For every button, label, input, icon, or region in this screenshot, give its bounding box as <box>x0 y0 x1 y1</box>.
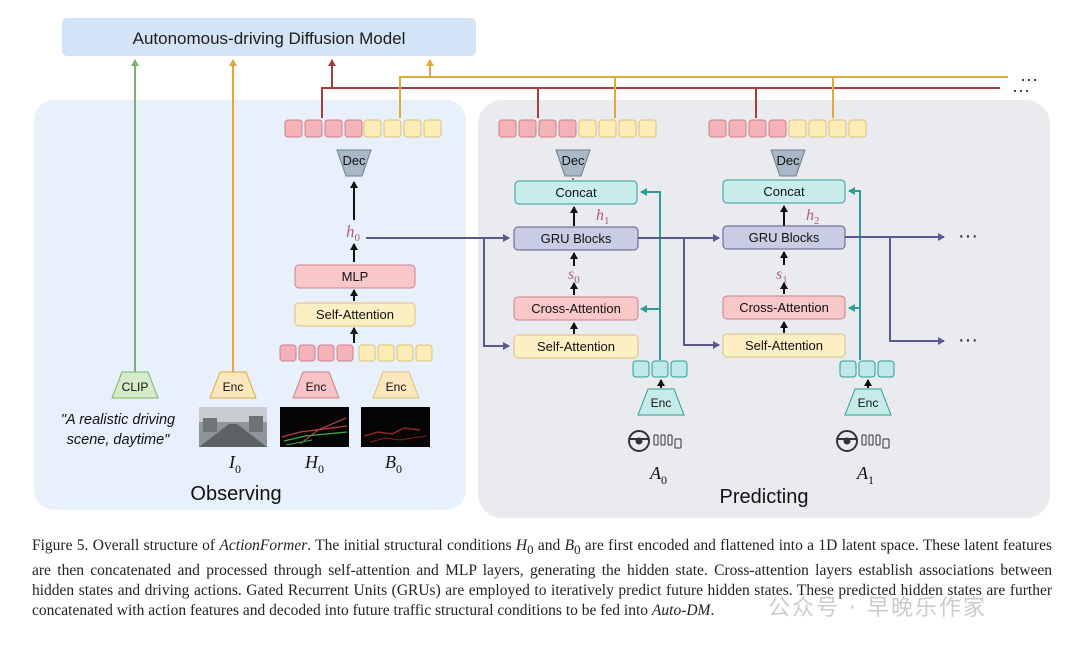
clip-encoder <box>111 371 159 399</box>
self-attention-observing <box>294 302 416 327</box>
b0-symbol: B0 <box>385 452 402 476</box>
caption-h-subscript: 0 <box>527 542 534 558</box>
image-enc-label: Enc <box>223 380 244 394</box>
b-enc-label: Enc <box>386 380 407 394</box>
s1-symbol: s1 <box>776 266 788 286</box>
h2-symbol: h2 <box>806 207 820 227</box>
action-enc-label-step0: Enc <box>651 396 672 410</box>
caption-b-subscript: 0 <box>574 542 581 558</box>
caption-model-name: ActionFormer <box>219 537 308 554</box>
observing-panel <box>34 100 466 510</box>
teal-action-arrows-step1 <box>848 187 861 360</box>
concat-label-step1: Concat <box>763 184 805 199</box>
h-enc-label: Enc <box>306 380 327 394</box>
action-tokens-step1 <box>839 360 895 378</box>
i0-symbol: I0 <box>228 452 241 476</box>
orange-output-bus <box>399 59 1008 118</box>
predicting-label: Predicting <box>720 486 809 508</box>
a0-symbol: A0 <box>649 463 667 487</box>
output-tokens-observing <box>284 119 442 138</box>
clip-label: CLIP <box>122 380 149 394</box>
self-attention-step0 <box>513 334 639 359</box>
h1-symbol: h1 <box>596 207 610 227</box>
caption-text-5: . <box>710 602 715 620</box>
mlp-label: MLP <box>342 269 369 284</box>
image-encoder <box>209 371 257 399</box>
dec-label-step1: Dec <box>776 153 800 168</box>
caption-text-1: Overall structure of <box>88 537 220 554</box>
figure-caption: Figure 5. Overall structure of ActionFor… <box>32 536 1052 622</box>
cross-attention-step1 <box>722 295 846 320</box>
actionformer-diagram: Autonomous-driving Diffusion Model ··· ·… <box>34 18 1050 518</box>
self-attention-ellipsis: ··· <box>958 329 978 351</box>
h-encoder <box>292 371 340 399</box>
camera-image-thumbnail <box>199 407 267 447</box>
title-box <box>62 18 476 56</box>
h0-input-symbol: H0 <box>304 452 324 476</box>
prompt-line-1: "A realistic driving <box>61 412 175 428</box>
observing-label: Observing <box>190 483 281 505</box>
mlp-block <box>294 264 416 289</box>
cross-attention-step0 <box>513 296 639 321</box>
bus-ellipsis-1: ··· <box>1020 69 1038 89</box>
teal-action-arrows-step0 <box>640 188 661 360</box>
caption-text-4: are first encoded and flattened into a 1… <box>32 537 1052 620</box>
action-enc-label-step1: Enc <box>858 396 879 410</box>
gru-label-step1: GRU Blocks <box>749 230 820 245</box>
caption-text-3: and <box>533 537 565 554</box>
concat-block-step0 <box>514 180 638 205</box>
dec-label-step0: Dec <box>561 153 585 168</box>
decoder-step0 <box>555 149 591 177</box>
action-encoder-step0 <box>637 388 685 416</box>
red-output-bus <box>321 59 1000 118</box>
output-tokens-step1 <box>708 119 867 138</box>
decoder-step1 <box>770 149 806 177</box>
steering-wheel-icon <box>628 430 682 452</box>
steering-wheel-icon <box>836 430 890 452</box>
caption-figure-number: Figure 5. <box>32 537 89 554</box>
prompt-line-2: scene, daytime" <box>67 432 171 448</box>
concat-block-step1 <box>722 179 846 204</box>
caption-b-symbol: B <box>564 537 575 554</box>
dec-label-observing: Dec <box>342 153 366 168</box>
hd-map-thumbnail <box>280 407 349 447</box>
decoder-observing <box>336 149 372 177</box>
action-encoder-step1 <box>844 388 892 416</box>
diagram-title: Autonomous-driving Diffusion Model <box>133 29 406 48</box>
caption-h-symbol: H <box>515 537 528 554</box>
h0-to-predicting-arrows <box>366 234 510 350</box>
cross-attention-label-step0: Cross-Attention <box>531 301 621 316</box>
cross-attention-label-step1: Cross-Attention <box>739 300 829 315</box>
h0-symbol: h0 <box>346 222 361 244</box>
hidden-state-arrows-step0 <box>638 234 720 349</box>
caption-auto-dm-name: Auto-DM <box>651 602 711 620</box>
concat-label-step0: Concat <box>555 185 597 200</box>
self-attention-label-step1: Self-Attention <box>745 338 823 353</box>
gru-ellipsis: ··· <box>958 225 978 247</box>
bbox-thumbnail <box>361 407 430 447</box>
action-tokens-step0 <box>632 360 688 378</box>
bus-ellipsis-2: ··· <box>1012 80 1030 100</box>
b-encoder <box>372 371 420 399</box>
a1-symbol: A1 <box>856 463 874 487</box>
self-attention-label-observing: Self-Attention <box>316 307 394 322</box>
caption-text-2: . The initial structural conditions <box>307 537 516 554</box>
self-attention-step1 <box>722 333 846 358</box>
s0-symbol: s0 <box>568 266 580 286</box>
hidden-state-arrows-step1 <box>845 233 945 345</box>
output-tokens-step0 <box>498 119 657 138</box>
watermark: 公众号 · 早晚乐作家 <box>768 596 987 621</box>
gru-label-step0: GRU Blocks <box>541 231 612 246</box>
input-tokens-observing <box>279 344 433 362</box>
self-attention-label-step0: Self-Attention <box>537 339 615 354</box>
